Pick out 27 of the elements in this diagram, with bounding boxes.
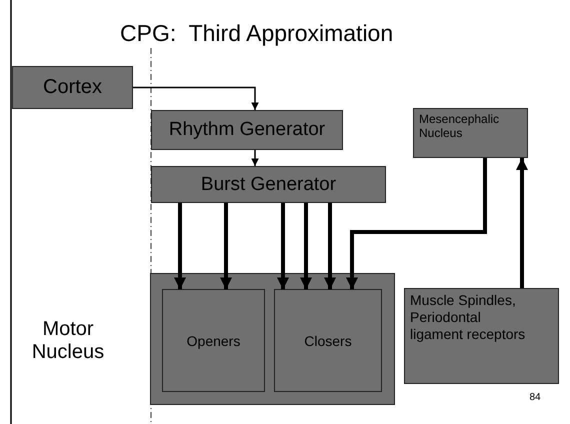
process-box	[151, 110, 343, 150]
node-label: Muscle Spindles, Periodontal ligament receptors	[410, 292, 526, 342]
node-label: Closers	[304, 332, 352, 348]
node-label: Burst Generator	[200, 174, 336, 196]
title: CPG: Third Approximation	[120, 20, 394, 47]
page-number: 84	[528, 392, 542, 403]
arrow	[324, 203, 336, 290]
process-box	[413, 108, 528, 158]
arrow	[300, 203, 312, 290]
arrow	[516, 158, 528, 288]
arrow	[220, 203, 232, 290]
process-box	[274, 289, 382, 392]
node-label: Mesencephalic Nucleus	[419, 112, 500, 141]
arrow	[277, 203, 289, 290]
cortex-box	[12, 66, 133, 109]
process-box	[162, 289, 265, 392]
arrow	[251, 150, 259, 166]
process-box	[404, 288, 559, 384]
group-box	[150, 273, 395, 405]
node-label: Openers	[186, 332, 240, 348]
arrow	[133, 86, 259, 110]
node-label: Rhythm Generator	[168, 119, 326, 141]
arrow	[346, 158, 487, 290]
arrow	[174, 203, 186, 290]
process-box	[151, 166, 386, 203]
node-label: Cortex	[43, 76, 102, 99]
group-label: Motor Nucleus	[30, 318, 106, 364]
